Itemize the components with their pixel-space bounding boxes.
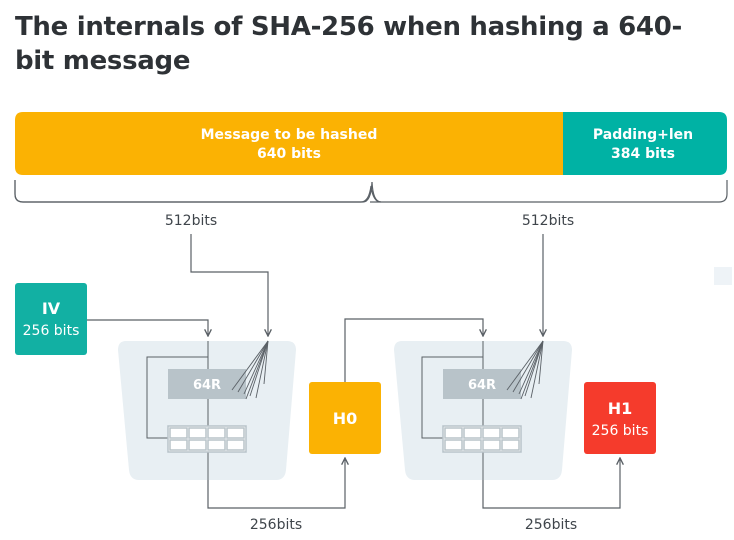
block-brace-left: [14, 180, 382, 203]
corner-marker: [714, 267, 732, 285]
output-label-left: 256bits: [250, 517, 302, 533]
compression-block-right: 64R: [394, 340, 572, 480]
h1-size: 256 bits: [592, 423, 649, 439]
output-label-right: 256bits: [525, 517, 577, 533]
h1-label: H1: [608, 399, 633, 418]
message-segment: [15, 112, 563, 175]
block-label-left: 512bits: [165, 213, 217, 229]
block-left-arrow: [190, 234, 268, 336]
flow-arrows: [87, 234, 620, 509]
rounds-label-left: 64R: [193, 378, 221, 393]
h0-box: [309, 382, 381, 454]
rounds-label-right: 64R: [468, 378, 496, 393]
padding-label: Padding+len: [593, 127, 693, 143]
output-left-arrow: [207, 458, 345, 509]
h0-label: H0: [333, 409, 358, 428]
message-label: Message to be hashed: [201, 127, 378, 143]
message-bar: Message to be hashed 640 bits Padding+le…: [15, 112, 727, 175]
output-right-arrow: [482, 458, 620, 509]
h1-box: [584, 382, 656, 454]
compression-block-left: 64R: [118, 340, 296, 480]
page-title: The internals of SHA-256 when hashing a …: [15, 12, 682, 76]
rounds-box-left: [168, 369, 246, 399]
iv-box: [15, 283, 87, 355]
rounds-box-right: [443, 369, 521, 399]
block-brace-left-b: [14, 180, 373, 203]
iv-arrow: [87, 319, 208, 336]
iv-size: 256 bits: [23, 323, 80, 339]
block-label-right: 512bits: [522, 213, 574, 229]
iv-label: IV: [42, 299, 61, 318]
h0-arrow: [344, 318, 483, 382]
message-size: 640 bits: [257, 146, 321, 162]
padding-size: 384 bits: [611, 146, 675, 162]
block-brace-right: [371, 180, 728, 203]
padding-segment: [563, 112, 727, 175]
